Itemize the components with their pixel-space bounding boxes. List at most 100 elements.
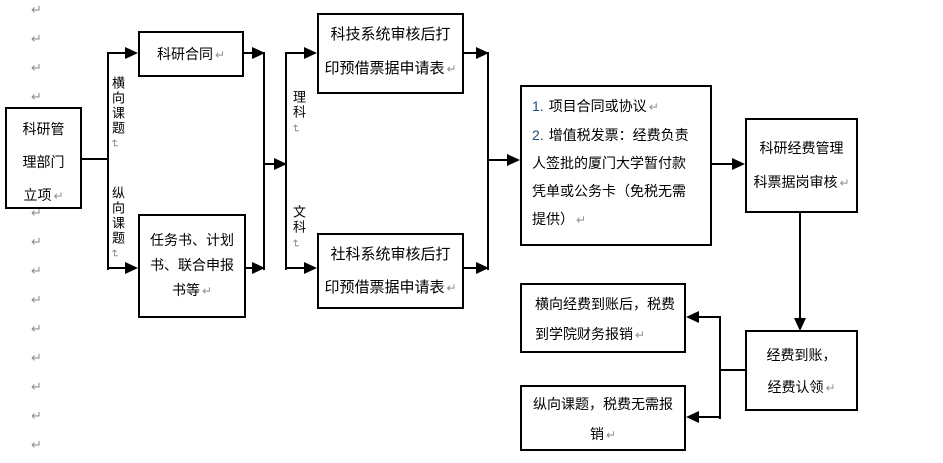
connector-branch-to-contract [109, 52, 126, 54]
list-item-2: 2.增值税发票：经费负责 [532, 127, 689, 143]
node-ticket-review: 科研经费管理 科票据岗审核↵ [745, 118, 858, 213]
paragraph-mark: ↵ [31, 350, 42, 365]
line-break-mark: ↵ [446, 281, 457, 295]
node-text: 科技系统审核后打 [330, 26, 451, 43]
split-line-reimburse [719, 316, 721, 419]
arrowhead-right-icon [476, 47, 489, 59]
arrowhead-right-icon [732, 158, 745, 170]
arrowhead-right-icon [304, 47, 317, 59]
paragraph-mark: ↵ [31, 2, 42, 17]
line-break-mark: ↵ [825, 381, 836, 395]
node-text: 任务书、计划 [150, 232, 234, 248]
arrowhead-right-icon [125, 47, 138, 59]
vertical-break-mark: ↵ [289, 238, 302, 249]
node-research-contract: 科研合同↵ [138, 31, 244, 77]
line-break-mark: ↵ [576, 213, 587, 227]
connector-taskbook-to-merge [246, 267, 253, 269]
connector-documents-to-review [712, 163, 733, 165]
node-text: 印预借票据申请表↵ [324, 279, 457, 296]
node-text: 销↵ [589, 426, 617, 442]
node-text: 科票据岗审核↵ [753, 174, 850, 190]
vertical-break-mark: ↵ [289, 123, 302, 134]
node-task-documents: 任务书、计划 书、联合申报 书等↵ [138, 214, 246, 318]
edge-label-science: 理科 [291, 90, 306, 120]
paragraph-mark: ↵ [31, 205, 42, 220]
paragraph-mark: ↵ [31, 292, 42, 307]
edge-label-vertical-topic: 纵向课题 [110, 186, 125, 246]
node-text: 立项↵ [23, 187, 64, 203]
node-text: 社科系统审核后打 [330, 246, 451, 263]
line-break-mark: ↵ [605, 428, 617, 442]
list-item-2-cont: 人签批的厦门大学暂付款 [532, 155, 686, 171]
node-text: 横向经费到账后，税费 [535, 296, 675, 312]
connector-socialsci-to-merge [464, 267, 477, 269]
edge-label-horizontal-topic: 横向课题 [110, 76, 125, 136]
connector-branch-to-taskbook [109, 267, 126, 269]
node-text: 纵向课题，税费无需报 [533, 396, 673, 412]
arrowhead-down-icon [794, 318, 806, 331]
arrowhead-right-icon [507, 154, 520, 166]
line-break-mark: ↵ [635, 328, 646, 342]
node-project-initiation: 科研管 理部门 立项↵ [5, 107, 82, 209]
arrowhead-right-icon [252, 262, 265, 274]
connector-start-to-branch [82, 158, 108, 160]
vertical-break-mark: ↵ [108, 138, 121, 149]
connector-split-to-scitech [287, 52, 305, 54]
connector-arrival-to-split [721, 369, 747, 371]
node-required-documents: 1.项目合同或协议↵ 2.增值税发票：经费负责 人签批的厦门大学暂付款 凭单或公… [520, 85, 712, 246]
node-text: 经费认领↵ [767, 379, 836, 395]
paragraph-mark: ↵ [31, 31, 42, 46]
connector-contract-to-merge [244, 52, 253, 54]
list-item-2-cont: 凭单或公务卡（免税无需 [532, 183, 686, 199]
node-text: 科研经费管理 [759, 140, 844, 156]
connector-review-to-arrival [799, 213, 801, 319]
paragraph-mark: ↵ [31, 379, 42, 394]
line-break-mark: ↵ [839, 176, 850, 190]
arrowhead-right-icon [476, 262, 489, 274]
arrowhead-left-icon [686, 311, 699, 323]
node-text: 到学院财务报销↵ [535, 326, 646, 342]
node-vertical-no-reimburse: 纵向课题，税费无需报 销↵ [520, 385, 686, 451]
node-text: 印预借票据申请表↵ [324, 60, 457, 77]
node-text: 书等↵ [171, 282, 213, 298]
arrowhead-right-icon [304, 262, 317, 274]
connector-split-to-socialsci [287, 267, 305, 269]
paragraph-mark: ↵ [31, 408, 42, 423]
edge-label-liberal-arts: 文科 [291, 205, 306, 235]
list-item-2-cont: 提供）↵ [532, 211, 587, 227]
connector-scitech-to-merge [464, 52, 477, 54]
line-break-mark: ↵ [446, 62, 457, 76]
node-text: 理部门 [22, 154, 65, 170]
merge-line-2 [487, 52, 489, 270]
connector-merge-to-split [265, 163, 275, 165]
branch-line-topics [107, 52, 109, 270]
line-break-mark: ↵ [214, 48, 226, 62]
node-text: 书、联合申报 [150, 257, 234, 273]
vertical-break-mark: ↵ [108, 248, 121, 259]
line-break-mark: ↵ [648, 100, 659, 114]
node-text: 经费到账， [766, 347, 837, 363]
line-break-mark: ↵ [53, 189, 64, 203]
list-number: 1. [532, 98, 544, 114]
node-sci-tech-system: 科技系统审核后打 印预借票据申请表↵ [317, 13, 464, 94]
arrowhead-right-icon [252, 47, 265, 59]
paragraph-mark: ↵ [31, 89, 42, 104]
merge-line [263, 52, 265, 270]
list-item-1: 1.项目合同或协议↵ [532, 98, 659, 114]
node-text: 科研合同↵ [156, 46, 226, 62]
connector-split-to-horizontal [699, 316, 719, 318]
paragraph-mark: ↵ [31, 234, 42, 249]
paragraph-mark: ↵ [31, 60, 42, 75]
connector-split-to-vertical [699, 416, 719, 418]
paragraph-mark: ↵ [31, 437, 42, 452]
paragraph-mark: ↵ [31, 263, 42, 278]
split-line-discipline [285, 52, 287, 270]
node-social-sci-system: 社科系统审核后打 印预借票据申请表↵ [317, 233, 464, 309]
connector-merge-to-documents [489, 159, 508, 161]
line-break-mark: ↵ [201, 284, 213, 298]
arrowhead-right-icon [125, 262, 138, 274]
list-number: 2. [532, 127, 544, 143]
node-text: 科研管 [22, 121, 65, 137]
paragraph-mark: ↵ [31, 321, 42, 336]
